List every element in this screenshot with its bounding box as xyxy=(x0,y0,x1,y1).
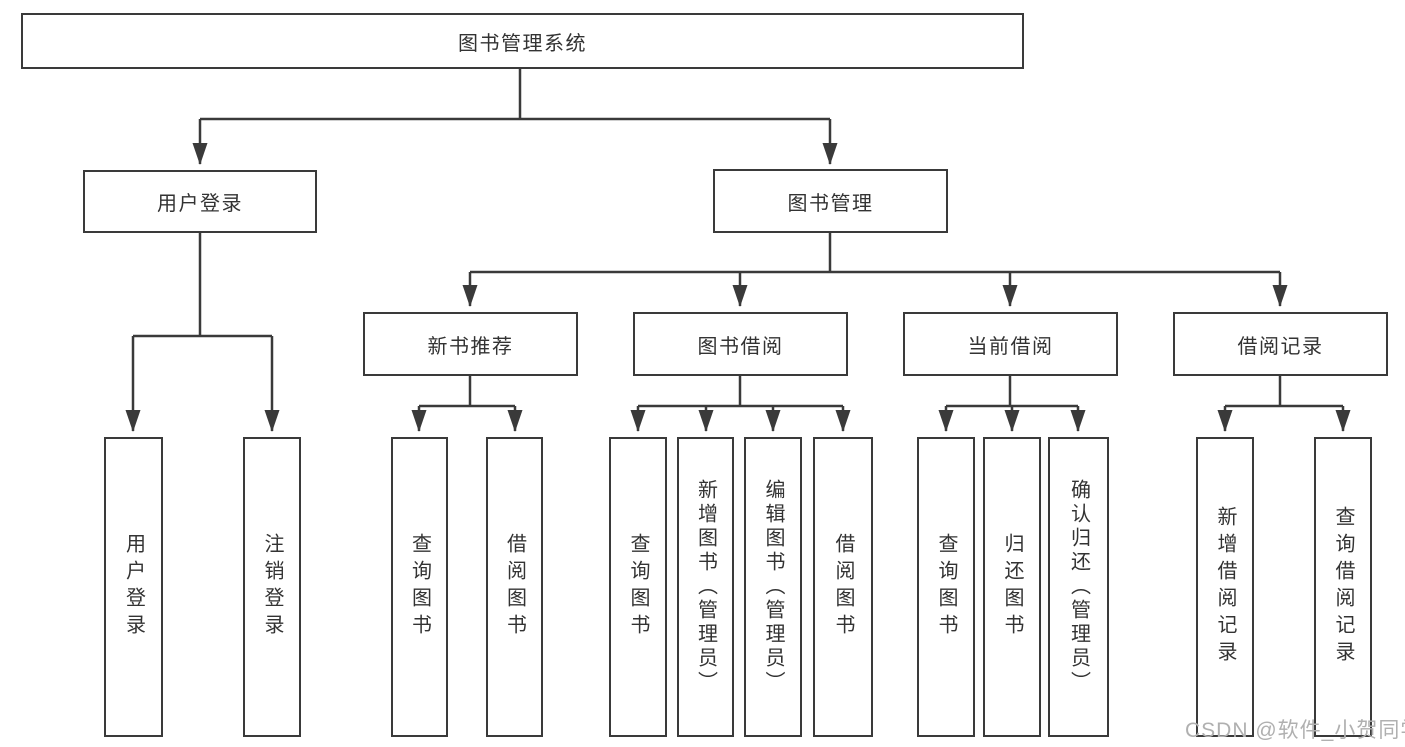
leaf-current-query-books-label: 查询图书 xyxy=(935,533,957,641)
leaf-recommend-query-books-label: 查询图书 xyxy=(408,533,431,641)
wire-root-branch xyxy=(200,69,830,121)
leaf-recommend-borrow-books-label: 借阅图书 xyxy=(503,533,526,641)
node-book-management-label: 图书管理 xyxy=(787,192,874,215)
node-current-borrow-label: 当前借阅 xyxy=(967,335,1054,358)
leaf-recommend-query-books: 查询图书 xyxy=(391,437,448,737)
node-root: 图书管理系统 xyxy=(21,13,1024,69)
leaf-add-book-admin: 新增图书（管理员） xyxy=(677,437,734,737)
leaf-add-book-admin-label: 新增图书（管理员） xyxy=(694,479,717,695)
node-new-book-recommend-label: 新书推荐 xyxy=(427,335,514,358)
wire-records-branch xyxy=(1225,376,1343,408)
node-book-management: 图书管理 xyxy=(713,169,948,233)
leaf-user-login-label: 用户登录 xyxy=(122,533,145,641)
leaf-edit-book-admin-label: 编辑图书（管理员） xyxy=(762,479,784,695)
leaf-current-query-books: 查询图书 xyxy=(917,437,975,737)
node-book-borrow: 图书借阅 xyxy=(633,312,848,376)
leaf-logout-label: 注销登录 xyxy=(261,533,283,641)
node-borrow-records: 借阅记录 xyxy=(1173,312,1388,376)
leaf-query-borrow-record-label: 查询借阅记录 xyxy=(1332,506,1354,668)
leaf-user-login: 用户登录 xyxy=(104,437,163,737)
leaf-borrow-query-books: 查询图书 xyxy=(609,437,667,737)
leaf-confirm-return-admin-label: 确认归还（管理员） xyxy=(1067,479,1090,695)
node-borrow-records-label: 借阅记录 xyxy=(1237,335,1324,358)
node-book-borrow-label: 图书借阅 xyxy=(697,335,784,358)
node-user-login-branch: 用户登录 xyxy=(83,170,317,233)
leaf-borrow-books: 借阅图书 xyxy=(813,437,873,737)
wire-current-branch xyxy=(946,376,1078,408)
wire-borrow-branch xyxy=(638,376,843,408)
leaf-logout: 注销登录 xyxy=(243,437,301,737)
leaf-add-borrow-record: 新增借阅记录 xyxy=(1196,437,1254,737)
leaf-edit-book-admin: 编辑图书（管理员） xyxy=(744,437,802,737)
node-root-label: 图书管理系统 xyxy=(458,32,587,55)
wire-user-login-branch xyxy=(133,233,272,338)
leaf-recommend-borrow-books: 借阅图书 xyxy=(486,437,543,737)
leaf-borrow-query-books-label: 查询图书 xyxy=(627,533,649,641)
node-current-borrow: 当前借阅 xyxy=(903,312,1118,376)
csdn-watermark: CSDN @软件_小贺同学 xyxy=(1185,719,1405,742)
leaf-return-book: 归还图书 xyxy=(983,437,1041,737)
node-new-book-recommend: 新书推荐 xyxy=(363,312,578,376)
leaf-add-borrow-record-label: 新增借阅记录 xyxy=(1214,506,1236,668)
wire-book-mgmt-branch xyxy=(470,233,1280,274)
leaf-query-borrow-record: 查询借阅记录 xyxy=(1314,437,1372,737)
leaf-return-book-label: 归还图书 xyxy=(1001,533,1023,641)
leaf-confirm-return-admin: 确认归还（管理员） xyxy=(1048,437,1109,737)
leaf-borrow-books-label: 借阅图书 xyxy=(832,533,854,641)
wire-recommend-branch xyxy=(419,376,515,408)
node-user-login-branch-label: 用户登录 xyxy=(157,193,243,215)
